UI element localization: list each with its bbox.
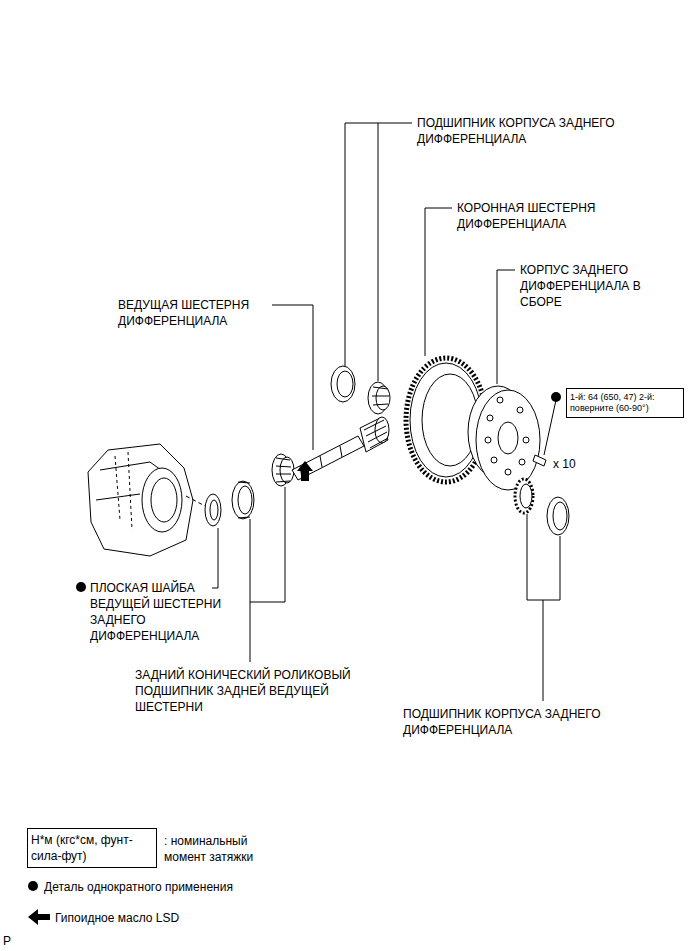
part-label: ЗАДНИЙ КОНИЧЕСКИЙ РОЛИКОВЫЙ ПОДШИПНИК ЗА… bbox=[135, 667, 393, 715]
legend-text: : номинальный момент затяжки bbox=[164, 833, 274, 865]
part-label: КОРОННАЯ ШЕСТЕРНЯ ДИФФЕРЕНЦИАЛА bbox=[457, 200, 622, 232]
quantity-note: x 10 bbox=[553, 456, 576, 472]
part-label: ПЛОСКАЯ ШАЙБА ВЕДУЩЕЙ ШЕСТЕРНИ ЗАДНЕГО Д… bbox=[90, 580, 230, 644]
part-label: КОРПУС ЗАДНЕГО ДИФФЕРЕНЦИАЛА В СБОРЕ bbox=[520, 262, 665, 310]
part-label: ВЕДУЩАЯ ШЕСТЕРНЯ ДИФФЕРЕНЦИАЛА bbox=[118, 297, 270, 329]
part-label: ПОДШИПНИК КОРПУСА ЗАДНЕГО ДИФФЕРЕНЦИАЛА bbox=[417, 115, 657, 147]
box-text: 1-й: 64 (650, 47) 2-й: поверните (60-90°… bbox=[570, 392, 680, 414]
legend-text: Деталь однократного применения bbox=[44, 879, 233, 895]
legend-torque-box: Н*м (кгс*см, фунт-сила-фут) bbox=[27, 828, 157, 868]
part-label: ПОДШИПНИК КОРПУСА ЗАДНЕГО ДИФФЕРЕНЦИАЛА bbox=[403, 706, 638, 738]
box-text: Н*м (кгс*см, фунт-сила-фут) bbox=[31, 832, 153, 864]
page-mark: P bbox=[3, 933, 11, 949]
torque-spec-box: 1-й: 64 (650, 47) 2-й: поверните (60-90°… bbox=[566, 388, 684, 418]
legend-text: Гипоидное масло LSD bbox=[55, 910, 179, 926]
